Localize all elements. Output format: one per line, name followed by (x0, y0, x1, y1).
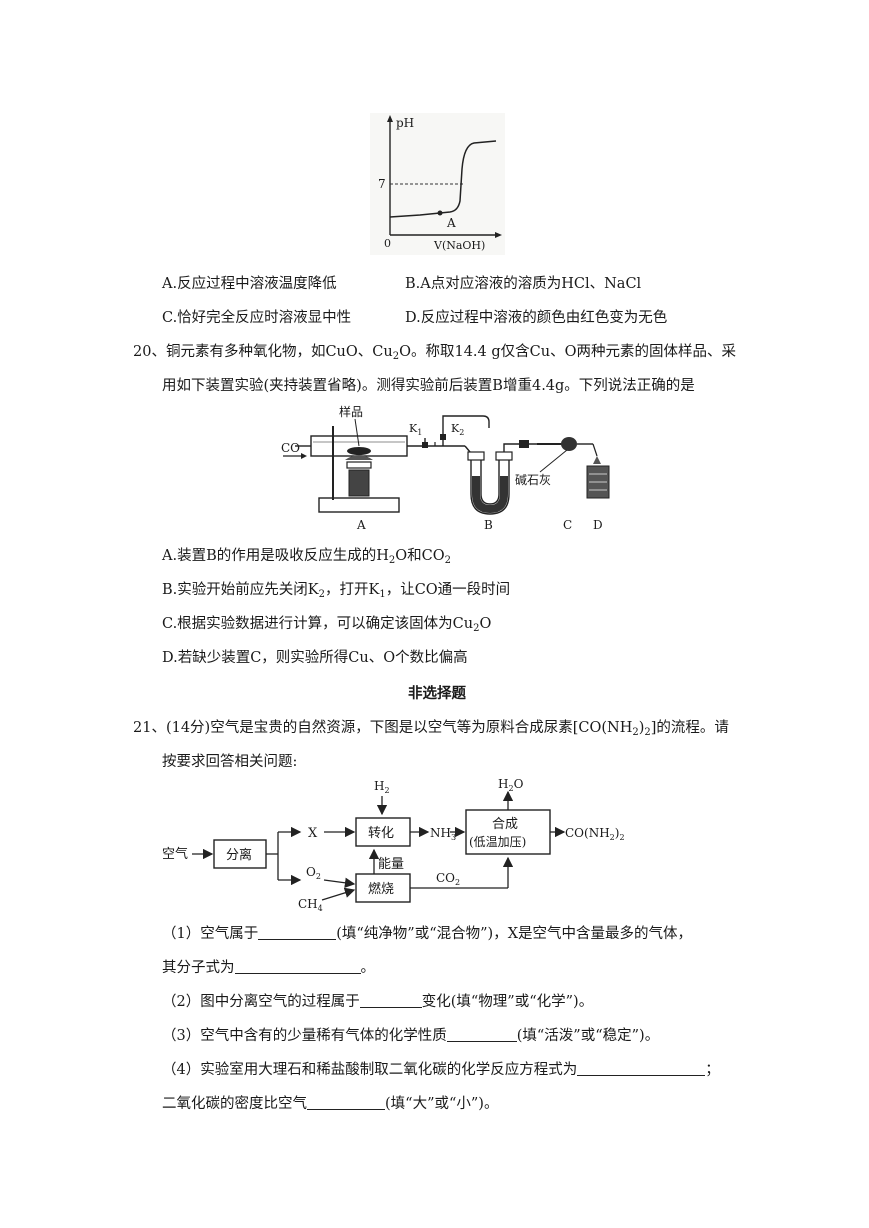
apparatus-co-label: CO (281, 441, 300, 455)
q21-stem-line1: 21、(14分)空气是宝贵的自然资源，下图是以空气等为原料合成尿素[CO(NH2… (133, 720, 729, 738)
q20-option-b: B.实验开始前应先关闭K2，打开K1，让CO通一段时间 (162, 582, 511, 600)
ph-curve (389, 140, 497, 218)
q21-sub1-line2: 其分子式为。 (162, 959, 375, 976)
flow-x: X (308, 826, 318, 841)
q21-sub1-line1: （1）空气属于(填“纯净物”或“混合物”)，X是空气中含量最多的气体， (162, 925, 693, 942)
ph-x-label: V(NaOH) (433, 239, 485, 252)
flow-nh3: NH3 (430, 826, 456, 842)
q21-sub4-line1: （4）实验室用大理石和稀盐酸制取二氧化碳的化学反应方程式为； (162, 1061, 720, 1078)
q19-option-a: A.反应过程中溶液温度降低 (162, 276, 337, 292)
apparatus-drying-bulb (561, 437, 577, 451)
q20-stem-line1: 20、铜元素有多种氧化物，如CuO、Cu2O。称取14.4 g仅含Cu、O两种元… (133, 344, 736, 362)
answer-blank-3[interactable] (359, 993, 422, 1008)
flow-ch4: CH4 (298, 897, 323, 912)
apparatus-label-b: B (484, 518, 493, 532)
apparatus-label-c: C (563, 518, 572, 532)
flow-urea: CO(NH2)2 (565, 826, 625, 842)
q21-sub2: （2）图中分离空气的过程属于变化(填“物理”或“化学”)。 (162, 993, 594, 1010)
flow-synthesis-condition: (低温加压) (469, 835, 526, 849)
flow-o2: O2 (306, 865, 321, 881)
apparatus-sample (347, 447, 371, 455)
q21-stem-line2: 按要求回答相关问题: (162, 754, 298, 770)
flow-h2: H2 (374, 779, 390, 795)
q21-flow-diagram: 空气 分离 X H2 转化 NH3 合成 (低温加压) H2O CO(NH2)2… (162, 777, 625, 912)
flow-synthesis-label: 合成 (492, 817, 518, 832)
flow-separate-label: 分离 (226, 847, 252, 863)
q20-stem-line2: 用如下装置实验(夹持装置省略)。测得实验前后装置B增重4.4g。下列说法正确的是 (162, 378, 695, 394)
q20-option-d: D.若缺少装置C，则实验所得Cu、O个数比偏高 (162, 650, 468, 666)
q21-sub3: （3）空气中含有的少量稀有气体的化学性质(填“活泼”或“稳定”)。 (162, 1027, 660, 1044)
flow-air: 空气 (162, 846, 188, 862)
flow-burn-label: 燃烧 (368, 881, 394, 897)
apparatus-soda-lime-label: 碱石灰 (515, 473, 551, 487)
q20-option-c: C.根据实验数据进行计算，可以确定该固体为Cu2O (162, 616, 492, 634)
flow-convert-label: 转化 (368, 826, 394, 841)
apparatus-k1-label: K1 (409, 422, 422, 437)
ph-point-a-label: A (446, 216, 456, 230)
ph-y-tick: 7 (378, 177, 386, 191)
ph-y-label: pH (396, 116, 414, 130)
answer-blank-2[interactable] (234, 959, 361, 974)
apparatus-label-d: D (593, 518, 603, 532)
ph-graph: pH 7 0 V(NaOH) A (370, 113, 505, 255)
answer-blank-1[interactable] (258, 925, 337, 940)
q21-sub4-line2: 二氧化碳的密度比空气(填“大”或“小”)。 (162, 1095, 499, 1112)
ph-origin: 0 (384, 237, 391, 250)
apparatus-u-tube (470, 458, 510, 515)
flow-h2o: H2O (498, 777, 524, 793)
answer-blank-6[interactable] (307, 1095, 385, 1110)
flow-energy-label: 能量 (378, 857, 404, 872)
q19-option-d: D.反应过程中溶液的颜色由红色变为无色 (405, 310, 668, 326)
answer-blank-4[interactable] (446, 1027, 517, 1042)
apparatus-burner (348, 469, 370, 497)
section-title: 非选择题 (408, 686, 466, 702)
flow-co2: CO2 (436, 871, 460, 887)
apparatus-k2-label: K2 (451, 422, 464, 437)
ph-point-a (437, 210, 443, 216)
apparatus-label-a: A (356, 518, 366, 532)
q19-option-c: C.恰好完全反应时溶液显中性 (162, 310, 352, 326)
q20-apparatus-diagram: CO 样品 A K1 K2 B 碱石灰 C D (281, 404, 610, 532)
q19-option-b: B.A点对应溶液的溶质为HCl、NaCl (405, 276, 642, 292)
apparatus-sample-label: 样品 (339, 404, 363, 419)
answer-blank-5[interactable] (577, 1061, 706, 1076)
q20-option-a: A.装置B的作用是吸收反应生成的H2O和CO2 (162, 548, 452, 566)
